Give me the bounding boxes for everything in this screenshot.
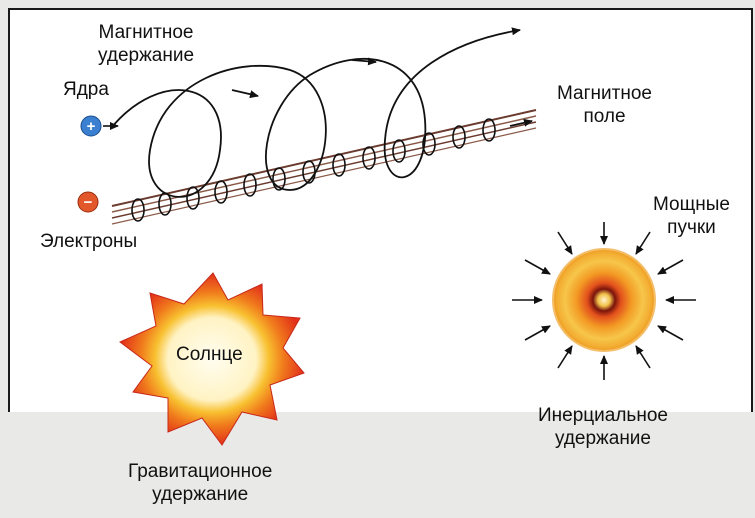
minus-sign: − xyxy=(84,194,93,211)
gravitational-confinement-label: Гравитационное удержание xyxy=(128,460,272,506)
powerful-beams-label: Мощные пучки xyxy=(653,193,730,239)
magnetic-field-label: Магнитное поле xyxy=(557,82,652,128)
fuel-pellet xyxy=(554,250,654,350)
inertial-confinement-label: Инерциальное удержание xyxy=(538,404,668,450)
electrons-label: Электроны xyxy=(40,230,137,253)
electron-particle: − xyxy=(78,192,98,212)
helix-direction-arrows xyxy=(232,60,532,126)
magnetic-confinement-label: Магнитное удержание xyxy=(98,21,194,67)
electron-spiral xyxy=(132,119,495,221)
sun-label: Солнце xyxy=(176,343,243,366)
plus-sign: + xyxy=(87,118,96,135)
nucleus-particle: + xyxy=(81,116,118,136)
magnetic-field-lines xyxy=(112,110,536,224)
nuclei-label: Ядра xyxy=(63,78,109,101)
